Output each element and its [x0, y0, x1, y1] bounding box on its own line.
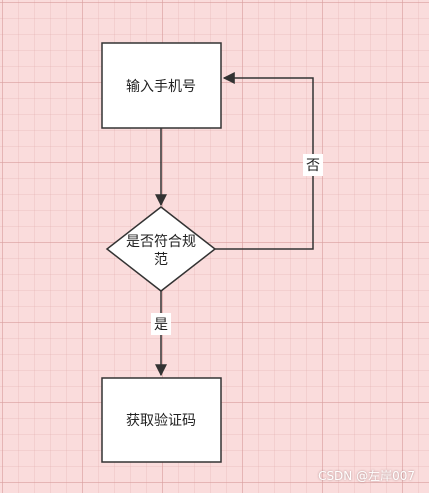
watermark: CSDN @左岸007 — [318, 469, 415, 483]
edge-label-yes-bg — [151, 313, 171, 335]
edge-label-no-bg — [303, 154, 323, 176]
node-check-decision[interactable] — [105, 206, 217, 292]
edge-label-yes: 是 — [154, 317, 168, 333]
node-get-code-label: 获取验证码 — [126, 413, 196, 429]
edge-label-no: 否 — [306, 158, 320, 174]
node-input-phone-label: 输入手机号 — [126, 79, 196, 95]
node-get-code[interactable] — [101, 377, 222, 463]
edge-no-loop — [215, 72, 314, 250]
node-input-phone[interactable] — [101, 42, 222, 129]
node-check-label-line1: 是否符合规 — [126, 234, 196, 250]
node-check-label-line2: 范 — [154, 251, 168, 268]
